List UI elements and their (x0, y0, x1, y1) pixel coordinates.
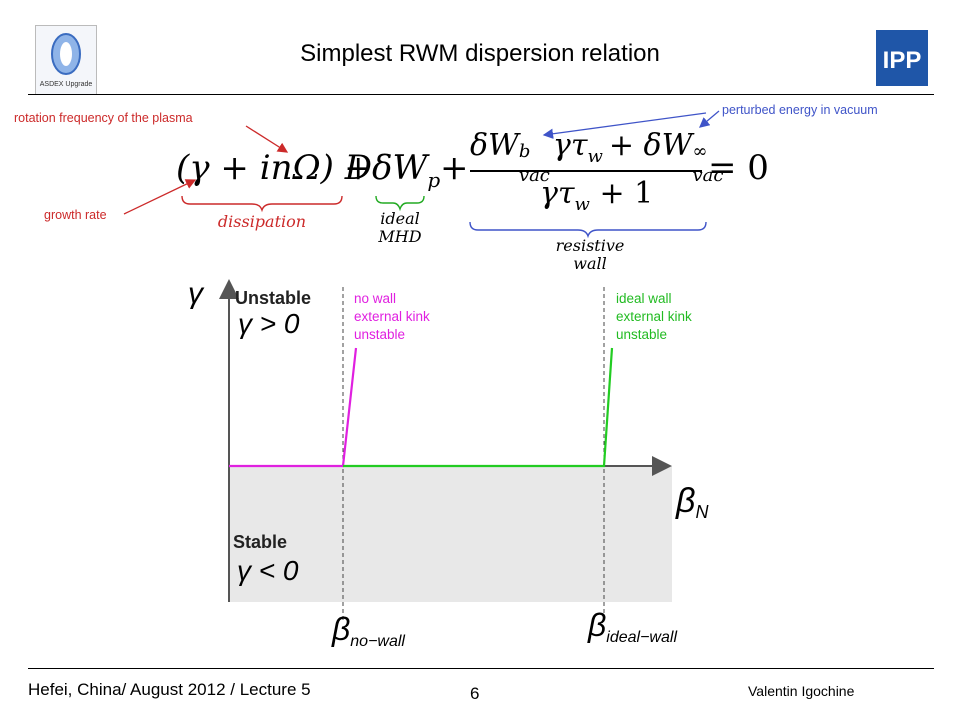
rotation-annotation: rotation frequency of the plasma (14, 111, 193, 125)
idealwall-label-2: external kink (616, 309, 692, 324)
x-axis-sub: N (695, 502, 709, 522)
torus-icon: ASDEX Upgrade (40, 33, 93, 88)
den-sub-w: w (574, 194, 590, 215)
wall-denominator: γτw + 1 (540, 176, 653, 215)
x-axis-beta: β (675, 482, 695, 520)
plus-sign-2: + (440, 148, 469, 188)
page-number: 6 (470, 684, 480, 703)
equation-braces (181, 195, 707, 239)
num-dw2: + δW (608, 128, 693, 163)
dissipation-brace (181, 195, 343, 213)
stable-region (229, 466, 672, 602)
footer-left: Hefei, China/ August 2012 / Lecture 5 (28, 680, 311, 699)
equals-zero: = 0 (708, 148, 769, 188)
unstable-condition: γ > 0 (238, 308, 300, 339)
logo-right-text: IPP (883, 47, 922, 74)
idealwall-growth-curve (343, 347, 614, 468)
idealwall-label-3: unstable (616, 327, 667, 342)
ideal-mhd-symbol: δW (372, 148, 428, 188)
ideal-label-line2: MHD (378, 227, 422, 246)
nowall-label-3: unstable (354, 327, 405, 342)
resistive-label-line1: resistive (555, 236, 625, 255)
den-tail: + 1 (589, 176, 654, 211)
num-dw1: δW (470, 128, 519, 163)
growth-annotation: growth rate (44, 208, 107, 222)
rotation-arrow (245, 125, 289, 153)
vacuum-arrow-b (542, 112, 707, 139)
footer-right: Valentin Igochine (748, 683, 855, 699)
beta-nowall-symbol: β (331, 611, 350, 647)
nowall-label-2: external kink (354, 309, 430, 324)
beta-nowall-label: βno−wall (331, 611, 405, 650)
ideal-mhd-sub: p (427, 167, 441, 192)
beta-idealwall-symbol: β (587, 607, 606, 643)
header-rule (28, 94, 934, 95)
idealwall-label-1: ideal wall (616, 291, 672, 306)
ideal-mhd-brace (375, 195, 425, 212)
plus-sign-1: + (344, 148, 373, 188)
nowall-label-1: no wall (354, 291, 396, 306)
num-sub-w: w (587, 146, 603, 167)
ideal-mhd-label: ideal MHD (362, 210, 438, 246)
asdex-upgrade-logo: ASDEX Upgrade (35, 25, 97, 95)
dissipation-term: (γ + inΩ) D (176, 148, 372, 188)
stable-label: Stable (233, 532, 287, 552)
beta-idealwall-sub: ideal−wall (606, 629, 677, 646)
stable-condition: γ < 0 (237, 555, 299, 586)
vacuum-annotation: perturbed energy in vacuum (722, 103, 878, 117)
footer-rule (28, 668, 934, 669)
resistive-label-line2: wall (573, 254, 607, 273)
num-sup-inf: ∞ (692, 141, 708, 162)
vacuum-arrow-inf (699, 110, 720, 128)
beta-nowall-sub: no−wall (350, 633, 405, 650)
y-axis-symbol: γ (188, 277, 205, 310)
beta-idealwall-label: βideal−wall (587, 607, 677, 646)
fraction-bar (470, 170, 702, 172)
resistive-wall-label: resistive wall (540, 237, 640, 273)
nowall-growth-curve (229, 347, 358, 468)
ideal-label-line1: ideal (380, 209, 420, 228)
logo-left-text: ASDEX Upgrade (40, 81, 93, 88)
resistive-wall-brace (469, 221, 707, 239)
ideal-mhd-term: δWp (372, 148, 440, 192)
num-sup-b: b (518, 141, 531, 162)
den-gamma-tau: γτ (540, 176, 575, 211)
num-gamma-tau: γτ (552, 128, 588, 163)
growth-arrow (123, 179, 197, 215)
x-axis-symbol: βN (675, 482, 709, 522)
unstable-label: Unstable (235, 288, 311, 308)
dissipation-label: dissipation (217, 212, 307, 231)
page-title: Simplest RWM dispersion relation (300, 40, 660, 67)
ipp-logo: IPP (876, 30, 928, 86)
